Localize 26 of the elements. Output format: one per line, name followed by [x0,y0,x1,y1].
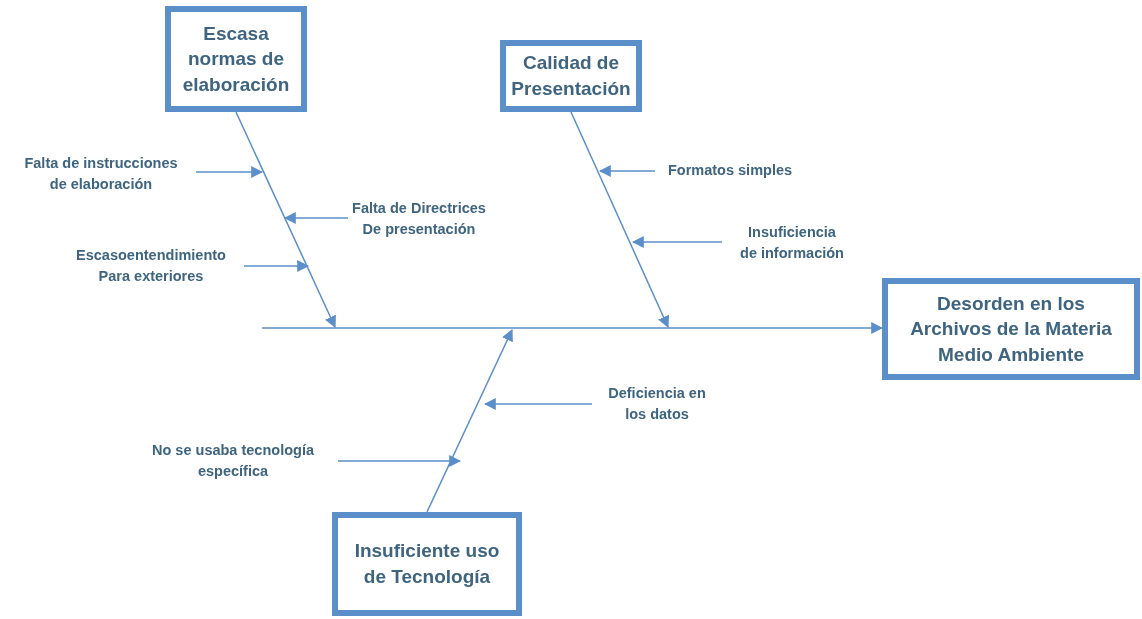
arrow [235,111,336,329]
cause-label: Falta de instrucciones de elaboración [23,154,179,194]
cause-label: Deficiencia en los datos [607,384,707,424]
category-label: Insuficiente uso de Tecnología [353,539,501,589]
category-label: Calidad de Presentación [510,51,632,101]
cause-label: Formatos simples [667,161,793,181]
arrow [283,212,349,224]
arrow [426,328,513,513]
category-label: Desorden en los Archivos de la Materia Medio Ambiente [909,291,1113,367]
arrow [195,166,264,178]
cause-label: Escasoentendimiento Para exteriores [75,246,227,286]
category-label: Escasa normas de elaboración [181,21,291,97]
arrow [570,111,670,329]
arrow [261,322,884,334]
cause-label: Falta de Directrices De presentación [351,199,487,239]
arrow [598,165,656,177]
cause-label: No se usaba tecnología específica [151,441,315,481]
arrow [243,260,310,272]
category-box [882,278,1140,380]
arrow [631,236,723,248]
category-box [165,6,307,112]
category-box [332,512,522,616]
arrow [337,455,462,467]
category-box [500,40,642,112]
cause-label: Insuficiencia de información [739,223,845,263]
arrow [483,398,593,410]
